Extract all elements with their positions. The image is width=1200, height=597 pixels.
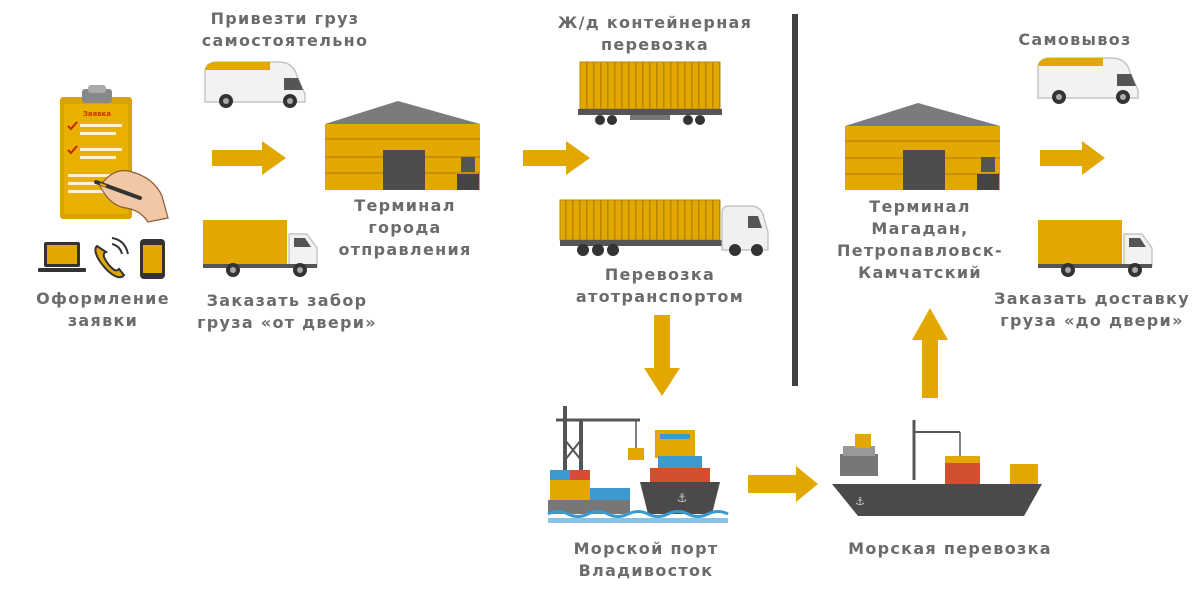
svg-text:⚓: ⚓ [855,495,865,508]
bring-self-label: Привезти груз самостоятельно [201,9,369,50]
terminal-from-label: Терминал города отправления [338,196,472,259]
rail-label: Ж/д контейнерная перевозка [557,13,753,54]
phone-call-icon [94,237,129,279]
warehouse-icon [325,101,480,190]
port-crane-ship-icon: ⚓ [547,406,729,523]
selfpickup-label: Самовывоз [1018,30,1132,49]
arrow-right-icon [523,141,590,175]
pickup-label: Заказать забор груза «от двери» [197,291,377,332]
container-rail-icon [578,61,722,125]
warehouse-icon [845,103,1000,190]
delivery-label: Заказать доставку груза «до двери» [994,289,1190,330]
laptop-icon [38,242,86,272]
svg-text:⚓: ⚓ [677,491,688,505]
van-icon [204,61,306,108]
port-label: Морской порт Владивосток [573,539,719,580]
arrow-up-icon [912,308,948,398]
road-label: Перевозка атотранспортом [575,265,745,306]
container-truck-icon [559,199,769,256]
cargo-ship-icon: ⚓ [832,420,1042,516]
terminal-to-label: Терминал Магадан, Петропавловск- Камчатс… [837,197,1003,282]
arrow-right-icon [1040,141,1105,175]
arrow-right-icon [748,466,818,502]
clipboard-form-icon: Заявка [60,85,169,223]
sea-label: Морская перевозка [848,539,1052,558]
arrow-right-icon [212,141,286,175]
smartphone-icon [140,239,165,279]
arrow-down-icon [644,315,680,396]
divider-line [792,14,798,386]
box-truck-icon [203,220,318,277]
box-truck-icon [1038,220,1153,277]
order-label: Оформление заявки [36,289,170,330]
van-icon [1037,57,1139,104]
form-title: Заявка [83,110,111,118]
